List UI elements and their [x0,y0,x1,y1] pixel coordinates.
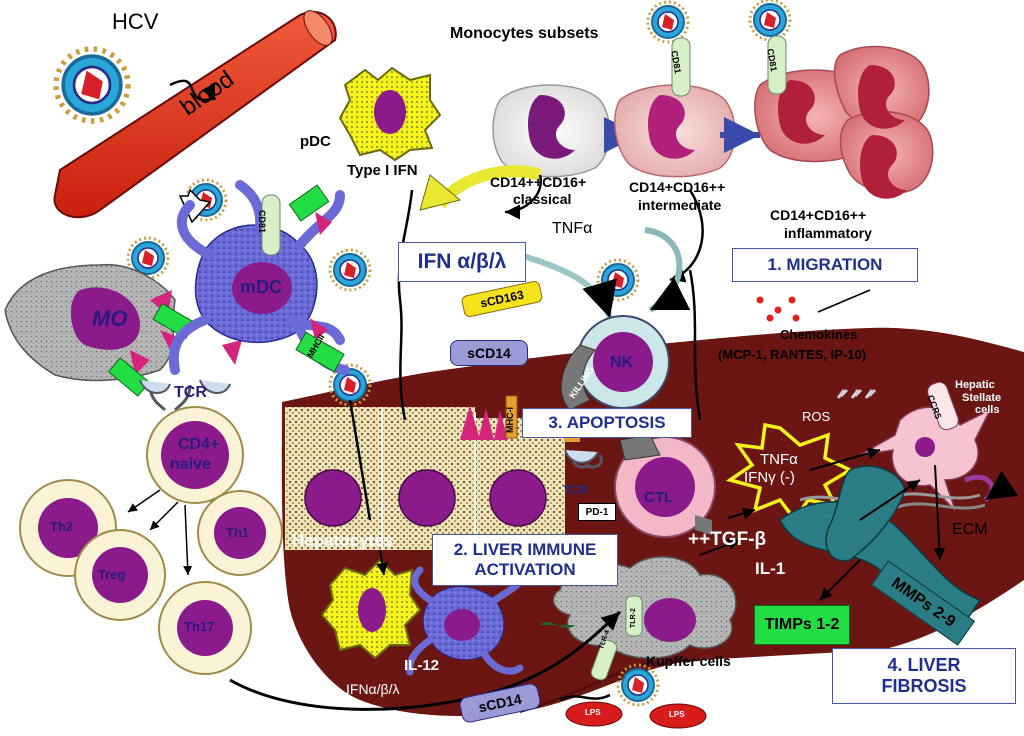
tnfa-burst-label: TNFα [760,451,798,468]
hepatocytes-label: Hepatocytes [292,531,394,550]
liver-fibrosis-box: 4. LIVER FIBROSIS [832,648,1016,704]
inflammatory-monocyte-label: CD14+CD16++ [770,207,867,223]
tnfa-label-top: TNFα [552,220,593,237]
th17-label: Th17 [184,619,215,634]
monocytes-subsets-label: Monocytes subsets [450,25,599,42]
monocyte-inflammatory [754,45,934,199]
intermediate-monocyte-sublabel: intermediate [638,197,722,213]
ifn-abl-box: IFN α/β/λ [398,242,526,282]
liver-immune-activation-box: 2. LIVER IMMUNE ACTIVATION [432,534,618,586]
pd1-label: PD-1 [578,503,616,521]
hepatic-label: Hepatic [955,379,995,391]
chemokines-label: Chemokines [780,327,858,342]
th2-label: Th2 [50,519,74,534]
hepatocyte-nucleus-2 [398,469,456,527]
intermediate-monocyte-label: CD14+CD16++ [629,179,726,195]
mo-label: MO [92,306,128,331]
type1-ifn-label: Type I IFN [347,162,418,179]
liver-immune-line2: ACTIVATION [474,560,576,579]
stellate-label: Stellate [962,392,1002,404]
monocyte-intermediate [614,84,736,178]
lps-label-2: LPS [669,710,685,719]
minus-sign: - [667,286,673,306]
hcv-virus-large [56,49,128,121]
mhc1-label: MHC-I [505,407,515,433]
tlr2-label: TLR-2 [630,608,637,628]
mdc-cell-liver [406,566,529,676]
chemokines-list-label: (MCP-1, RANTES, IP-10) [718,347,867,362]
mdc-cell [168,180,350,375]
ros-label: ROS [802,409,831,424]
th17-cell [158,581,252,675]
cd81-label-mdc: CD81 [257,210,267,234]
classical-monocyte-sublabel: classical [513,191,572,207]
migration-box: 1. MIGRATION [732,248,918,282]
inflammatory-monocyte-sublabel: inflammatory [784,225,872,241]
scd14-label-top: sCD14 [450,340,528,366]
treg-label: Treg [98,567,126,582]
mdc-label: mDC [240,277,283,297]
il12-label: IL-12 [404,657,440,674]
liver-immune-line1: 2. LIVER IMMUNE [453,540,597,560]
nk-label: NK [610,354,634,371]
th1-cell [197,490,283,576]
hepatocyte-nucleus-3 [489,469,547,527]
classical-monocyte-label: CD14++CD16+ [490,174,587,190]
blood-vessel [53,10,337,219]
fibrosis-line2: FIBROSIS [881,676,967,696]
ecm-label: ECM [952,521,988,538]
th1-label: Th1 [226,525,250,540]
timps-box: TIMPs 1-2 [754,605,850,645]
hepatocyte-nucleus-1 [304,469,362,527]
hcv-label: HCV [112,9,159,34]
ctl-label: CTL [644,489,674,506]
pdc-label: pDC [300,133,331,150]
ifng-burst-label: IFNγ (-) [744,469,795,486]
ifn-bottom-label: IFNα/β/λ [346,681,400,697]
naive-label: naive [170,456,211,473]
il1-label: IL-1 [755,559,786,578]
lps-label-1: LPS [585,708,601,717]
tgfb-label: ++TGF-β [688,529,767,550]
ctl-cell [614,436,716,538]
monocyte-classical [492,84,611,178]
apoptosis-box: 3. APOPTOSIS [522,408,692,438]
tcr-label-mid: TCR [563,483,588,497]
fibrosis-line1: 4. LIVER [887,655,961,676]
cells-label: cells [975,404,1000,416]
cd4-label: CD4+ [178,436,220,453]
tcr-label-left: TCR [174,384,207,401]
kupffer-label: Kupffer cells [646,653,731,669]
treg-cell [74,529,166,621]
